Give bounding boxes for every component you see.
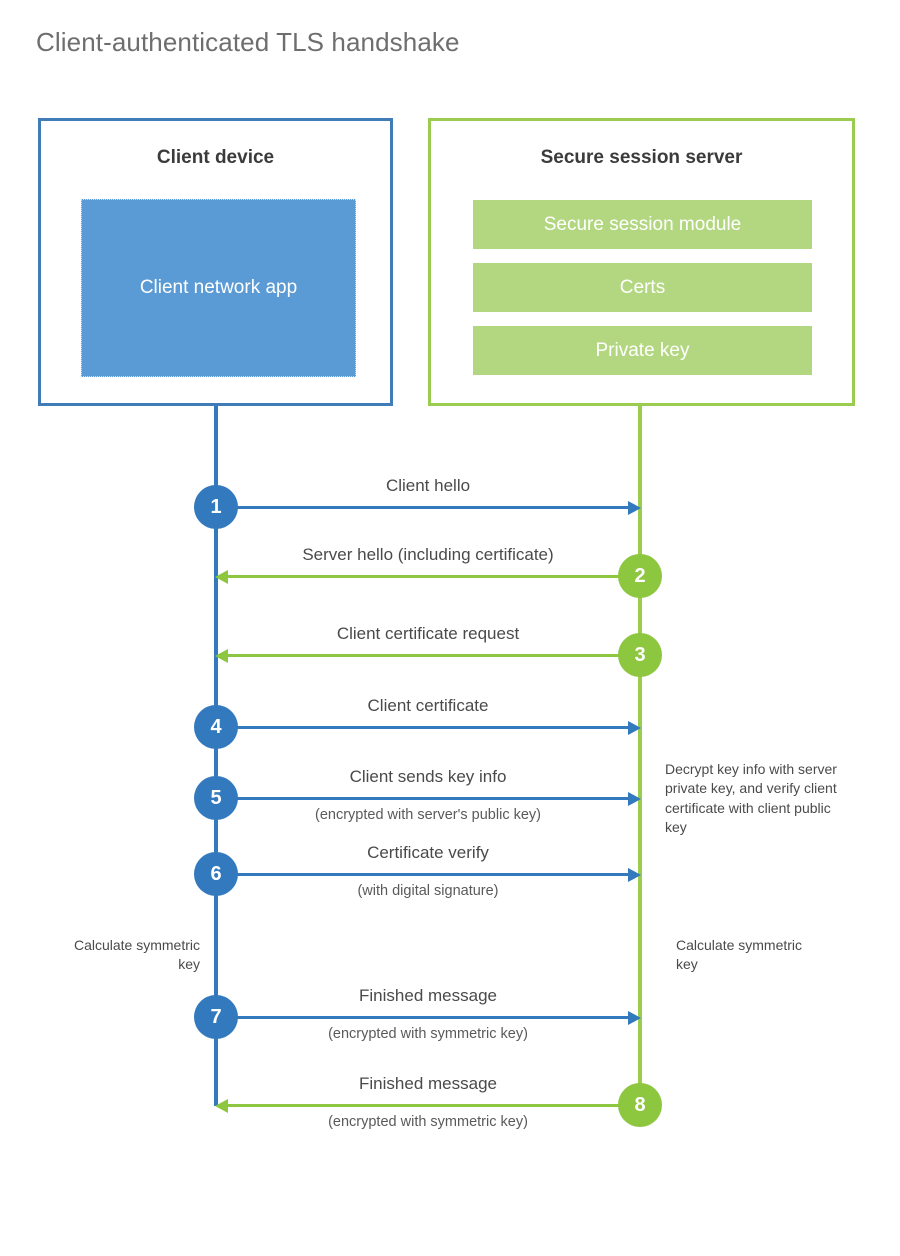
arrow-line-step-8 [228, 1104, 640, 1107]
arrow-head-step-1 [628, 501, 641, 515]
step-circle-6[interactable]: 6 [194, 852, 238, 896]
step-circle-4[interactable]: 4 [194, 705, 238, 749]
arrow-head-step-8 [215, 1099, 228, 1113]
message-label-step-1: Client hello [385, 476, 471, 495]
message-label-step-5: Client sends key info [349, 767, 507, 786]
arrow-line-step-6 [216, 873, 630, 876]
note-server-decrypt: Decrypt key info with server private key… [665, 761, 837, 835]
step-circle-1[interactable]: 1 [194, 485, 238, 529]
step-circle-2[interactable]: 2 [618, 554, 662, 598]
server-component-certs: Certs [473, 263, 812, 312]
arrow-line-step-7 [216, 1016, 630, 1019]
arrow-head-step-4 [628, 721, 641, 735]
message-label-step-4: Client certificate [367, 696, 489, 715]
page-title: Client-authenticated TLS handshake [36, 27, 460, 57]
secure-session-server-box: Secure session server Secure session mod… [428, 118, 855, 406]
arrow-line-step-4 [216, 726, 630, 729]
message-sublabel-step-8: (encrypted with symmetric key) [328, 1114, 528, 1130]
arrow-line-step-5 [216, 797, 630, 800]
note-client-calculate-symmetric-key: Calculate symmetric key [73, 937, 200, 973]
message-label-step-8: Finished message [359, 1074, 497, 1093]
secure-session-server-title: Secure session server [540, 147, 743, 168]
message-label-step-3: Client certificate request [336, 624, 520, 643]
client-device-box: Client device Client network app [38, 118, 393, 406]
arrow-head-step-3 [215, 649, 228, 663]
step-circle-8[interactable]: 8 [618, 1083, 662, 1127]
server-component-private-key: Private key [473, 326, 812, 375]
client-lifeline [214, 406, 218, 1106]
step-circle-3[interactable]: 3 [618, 633, 662, 677]
note-server-calculate-symmetric-key: Calculate symmetric key [676, 937, 803, 973]
client-device-title: Client device [156, 147, 275, 168]
arrow-line-step-1 [216, 506, 630, 509]
server-lifeline [638, 406, 642, 1106]
step-circle-5[interactable]: 5 [194, 776, 238, 820]
arrow-head-step-5 [628, 792, 641, 806]
arrow-head-step-6 [628, 868, 641, 882]
message-sublabel-step-5: (encrypted with server's public key) [315, 807, 541, 823]
server-component-secure-session-module: Secure session module [473, 200, 812, 249]
arrow-line-step-3 [228, 654, 640, 657]
arrow-head-step-2 [215, 570, 228, 584]
arrow-line-step-2 [228, 575, 640, 578]
client-network-app-block: Client network app [81, 199, 356, 377]
message-sublabel-step-7: (encrypted with symmetric key) [328, 1026, 528, 1042]
message-sublabel-step-6: (with digital signature) [357, 883, 499, 899]
arrow-head-step-7 [628, 1011, 641, 1025]
message-label-step-2: Server hello (including certificate) [302, 545, 554, 564]
step-circle-7[interactable]: 7 [194, 995, 238, 1039]
message-label-step-6: Certificate verify [367, 843, 489, 862]
message-label-step-7: Finished message [359, 986, 497, 1005]
